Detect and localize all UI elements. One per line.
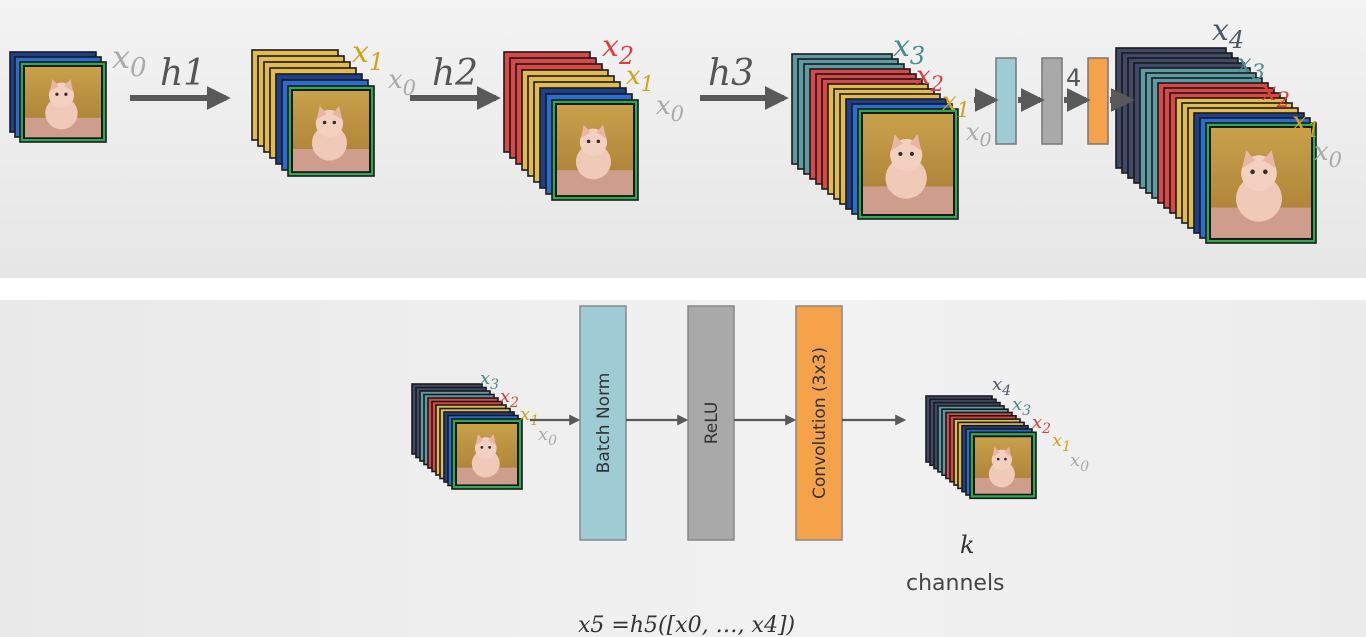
block-label-1: ReLU: [702, 402, 722, 445]
bottom-panel: [0, 300, 1366, 637]
top-mini-conv: [1087, 57, 1109, 145]
bottom-input-label-x0: x0: [538, 424, 557, 449]
block-label-0: Batch Norm: [594, 373, 614, 474]
top-stage2-label-x0: x0: [656, 91, 684, 126]
top-stage4-label-x3: x3: [1237, 49, 1265, 84]
top-mini-relu: [1041, 57, 1063, 145]
top-h2-label: h2: [432, 53, 478, 94]
top-mini-batchnorm: [995, 57, 1017, 145]
formula-label: x5 =h5([x0, …, x4]): [578, 613, 795, 637]
k-label: k: [960, 531, 975, 559]
top-stack-x2-cat: [555, 103, 635, 197]
top-stage3-label-x1: x1: [942, 87, 970, 122]
top-stage2-label-x1: x1: [626, 61, 654, 96]
top-stage4-label-x0: x0: [1314, 137, 1342, 172]
top-stage3-label-x2: x2: [916, 61, 944, 96]
top-stage1-label-x1: x1: [352, 35, 384, 76]
block-label-2: Convolution (3x3): [810, 347, 830, 499]
top-stack-x0-cat: [23, 65, 103, 139]
bottom-input-label-x2: x2: [500, 386, 519, 411]
top-stack-x1-cat: [291, 89, 371, 173]
top-stage4-label-x1: x1: [1292, 107, 1320, 142]
top-stack-x4-cat: [1209, 126, 1313, 240]
top-stage1-label-x0: x0: [388, 65, 416, 100]
channels-label: channels: [906, 571, 1005, 596]
top-stack-x3-cat: [861, 112, 955, 216]
bottom-input-stack-cat: [455, 422, 519, 486]
bottom-output-label-x2: x2: [1032, 412, 1051, 437]
block-batch-norm: Batch Norm: [579, 305, 627, 541]
top-stage3-label-x0: x0: [966, 118, 992, 151]
bottom-output-stack-cat: [973, 435, 1033, 496]
bottom-input-label-x1: x1: [520, 404, 539, 429]
block-relu: ReLU: [687, 305, 735, 541]
top-partial-label: 4: [1066, 64, 1081, 92]
top-h3-label: h3: [708, 53, 754, 94]
bottom-output-label-x3: x3: [1012, 394, 1031, 419]
top-h1-label: h1: [160, 53, 206, 94]
bottom-input-label-x3: x3: [480, 368, 499, 393]
top-stage4-label-x2: x2: [1262, 77, 1290, 112]
top-stage0-label-x0: x0: [112, 38, 147, 83]
block-convolution-3x3-: Convolution (3x3): [795, 305, 843, 541]
bottom-output-label-x0: x0: [1070, 450, 1089, 475]
top-stage2-label-x2: x2: [602, 29, 634, 70]
bottom-output-label-x1: x1: [1052, 430, 1071, 455]
top-stage4-label-x4: x4: [1212, 13, 1244, 54]
bottom-output-label-x4: x4: [992, 374, 1011, 399]
top-stage3-label-x3: x3: [893, 29, 925, 70]
